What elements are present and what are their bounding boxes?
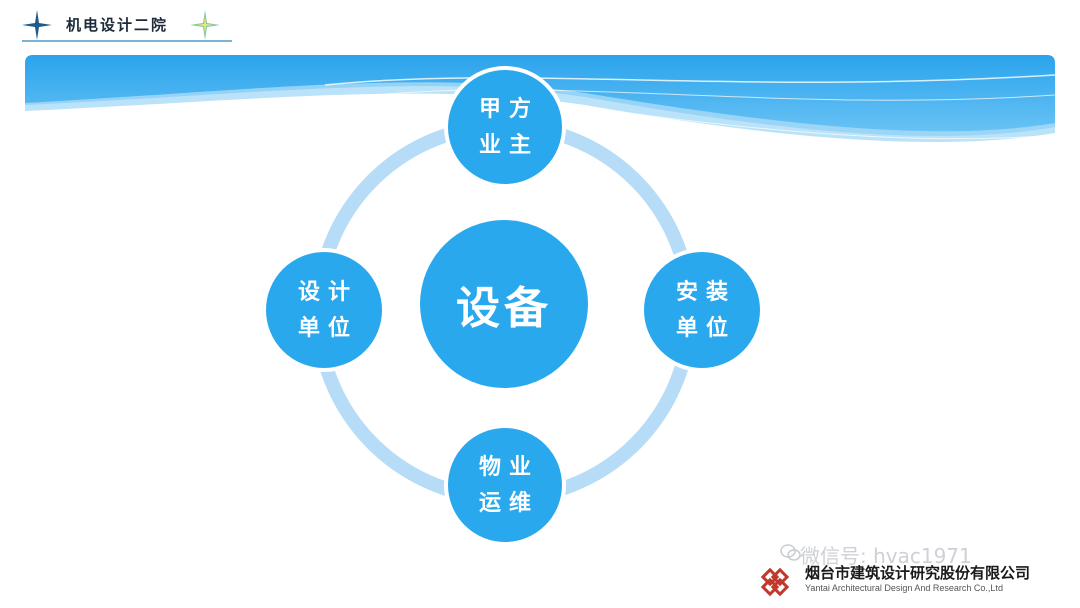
header-underline: [22, 40, 232, 42]
page-title: 机电设计二院: [66, 16, 169, 34]
node-installer: 安装 单位: [640, 248, 764, 372]
node-installer-line2: 单位: [675, 315, 736, 341]
node-client-line2: 业主: [478, 132, 539, 158]
star-icon: [22, 10, 52, 40]
node-client: 甲方 业主: [444, 66, 566, 188]
company-logo-icon: [760, 567, 790, 597]
center-node: 设备: [420, 220, 588, 388]
node-designer-line2: 单位: [297, 315, 358, 341]
wechat-icon: [780, 544, 801, 561]
node-property-line2: 运维: [478, 490, 539, 516]
company-name-en: Yantai Architectural Design And Research…: [805, 583, 1003, 593]
watermark: 微信号: hvac1971: [800, 544, 972, 568]
node-client-line1: 甲方: [478, 96, 539, 122]
node-property-line1: 物业: [478, 454, 539, 480]
node-property-ops: 物业 运维: [444, 424, 566, 546]
node-designer: 设计 单位: [262, 248, 386, 372]
sparkle-icon: [190, 10, 220, 40]
node-installer-line1: 安装: [675, 279, 736, 305]
company-name-cn: 烟台市建筑设计研究股份有限公司: [805, 565, 1031, 582]
node-designer-line1: 设计: [297, 279, 358, 305]
header: 机电设计二院: [0, 0, 1080, 50]
